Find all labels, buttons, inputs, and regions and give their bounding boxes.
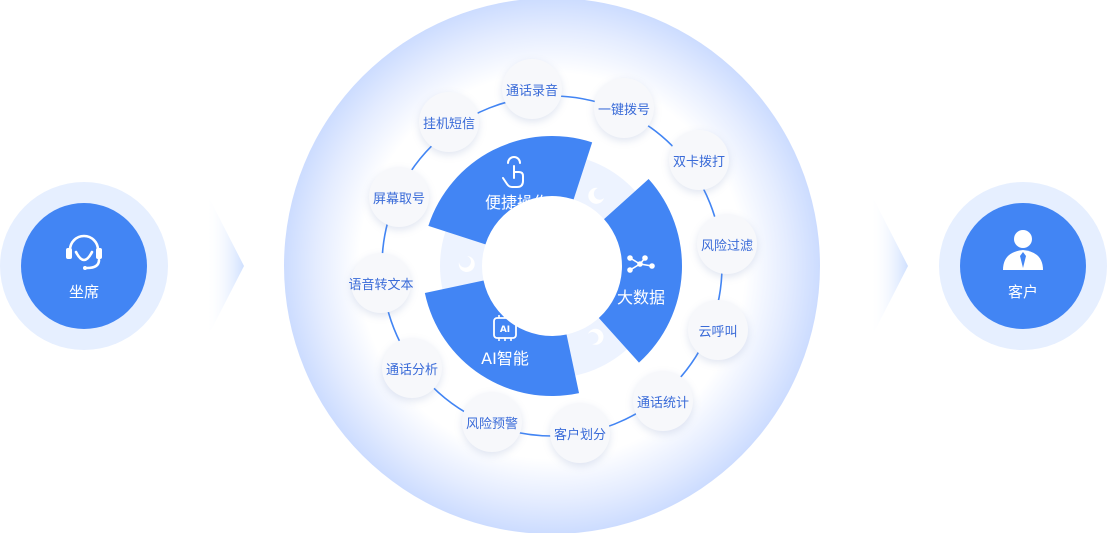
feature-label: 通话分析 [385, 362, 438, 378]
segment-label-easy-operation: 便捷操作 [484, 193, 550, 212]
ring-decoration [458, 256, 475, 272]
ring-decoration [588, 328, 604, 345]
segment-easy-operation[interactable] [428, 136, 593, 245]
feature-label: 风险过滤 [700, 238, 753, 254]
feature-label: 挂机短信 [422, 116, 475, 132]
feature-label: 双卡拨打 [672, 154, 725, 170]
feature-dual-sim-dial[interactable]: 双卡拨打 [669, 130, 729, 190]
feature-risk-warning[interactable]: 风险预警 [462, 392, 522, 452]
feature-label: 屏幕取号 [372, 191, 425, 207]
feature-call-statistics[interactable]: 通话统计 [633, 371, 693, 431]
feature-cloud-call[interactable]: 云呼叫 [688, 300, 748, 360]
feature-label: 客户划分 [553, 427, 606, 443]
inner-core [482, 196, 622, 336]
feature-label: 一键拨号 [597, 102, 650, 118]
tap-hand-icon [502, 156, 524, 188]
feature-hangup-sms[interactable]: 挂机短信 [419, 92, 479, 152]
left-node[interactable] [21, 203, 147, 329]
feature-screen-number-capture[interactable]: 屏幕取号 [369, 167, 429, 227]
feature-label: 语音转文本 [348, 277, 414, 293]
feature-call-recording[interactable]: 通话录音 [502, 59, 562, 119]
feature-call-analysis[interactable]: 通话分析 [382, 338, 442, 398]
left-node-label: 坐席 [68, 283, 99, 301]
left-arrow [206, 192, 244, 340]
headset-icon [66, 234, 102, 270]
feature-label: 通话统计 [636, 395, 689, 411]
person-icon [1003, 230, 1043, 270]
ring-decoration [588, 187, 604, 204]
segment-label-ai: AI智能 [481, 349, 529, 368]
right-arrow [870, 192, 908, 340]
data-network-icon [627, 255, 655, 273]
feature-risk-filter[interactable]: 风险过滤 [697, 214, 757, 274]
right-node-label: 客户 [1007, 283, 1038, 301]
ai-chip-text: AI [500, 325, 510, 335]
feature-speech-to-text[interactable]: 语音转文本 [348, 253, 414, 313]
segment-big-data[interactable] [598, 179, 682, 363]
ai-chip-icon: AI [493, 315, 517, 341]
feature-label: 云呼叫 [698, 324, 738, 340]
feature-label: 通话录音 [505, 83, 558, 99]
feature-customer-segmentation[interactable]: 客户划分 [550, 403, 610, 463]
segment-label-big-data: 大数据 [616, 288, 666, 307]
feature-one-click-dial[interactable]: 一键拨号 [594, 78, 654, 138]
feature-label: 风险预警 [465, 416, 518, 432]
